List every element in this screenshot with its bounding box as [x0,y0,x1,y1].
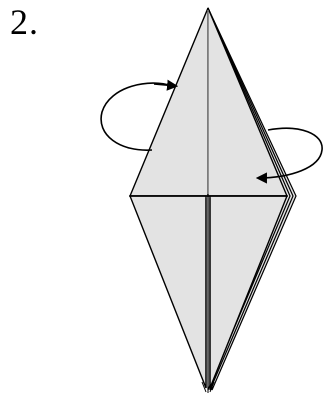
lower-right-triangle [209,195,289,389]
curved-rotation-arrow-icon [100,79,179,151]
upper-left-triangle [128,7,209,197]
bottom-point [201,376,215,393]
step-number: 2. [10,2,39,42]
lower-left-triangle [128,195,207,389]
upper-right-triangle [207,7,289,197]
curved-rotation-arrow-icon [255,127,323,184]
